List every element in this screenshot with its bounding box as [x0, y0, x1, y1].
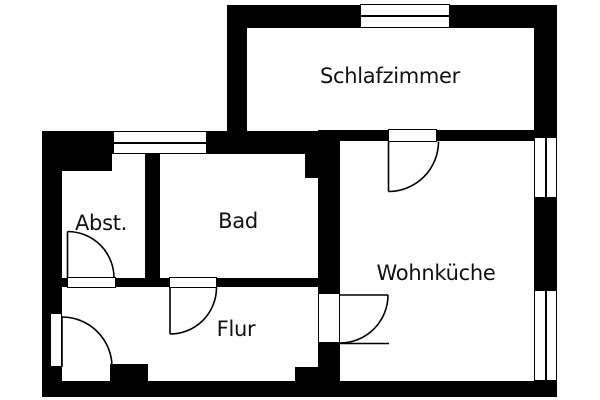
window-mullion [544, 290, 547, 381]
wall-wohnkueche-left-upper [318, 130, 340, 293]
room-label-flur: Flur [216, 317, 256, 341]
wall-pier-abst-topleft [62, 154, 112, 171]
door-swing-bad [169, 287, 218, 335]
wall-schlafzimmer-left [227, 5, 247, 154]
wall-pier-bottom-mid [295, 367, 318, 381]
window-wohnkueche-east-upper [534, 137, 557, 198]
door-opening-abst [67, 277, 116, 288]
door-swing-entrance [61, 316, 113, 368]
wall-pier-bad-topright [305, 154, 318, 178]
window-mullion [113, 141, 207, 144]
door-opening-wohnkueche [318, 293, 340, 343]
door-swing-abst [66, 230, 115, 279]
window-schlafzimmer-north [360, 4, 450, 28]
room-label-abstellraum: Abst. [74, 211, 128, 235]
wall-bottom-exterior [42, 381, 557, 397]
door-swing-wohnkueche [339, 294, 389, 345]
window-wohnkueche-east-lower [534, 290, 557, 381]
room-label-wohnkueche: Wohnküche [376, 261, 496, 285]
window-mullion [544, 137, 547, 198]
window-mullion [360, 15, 450, 17]
room-label-schlafzimmer: Schlafzimmer [319, 64, 461, 88]
wall-schlafzimmer-bottom [318, 130, 557, 141]
wall-pier-bottom-left [110, 364, 148, 381]
wall-wohnkueche-left-lower [318, 343, 340, 381]
door-swing-schlafzimmer [387, 141, 440, 193]
door-opening-bad [169, 277, 217, 288]
window-left-section-north [113, 131, 207, 154]
wall-abst-bad-divider [145, 154, 160, 287]
door-opening-schlafzimmer [388, 129, 437, 142]
room-label-bad: Bad [218, 209, 258, 233]
